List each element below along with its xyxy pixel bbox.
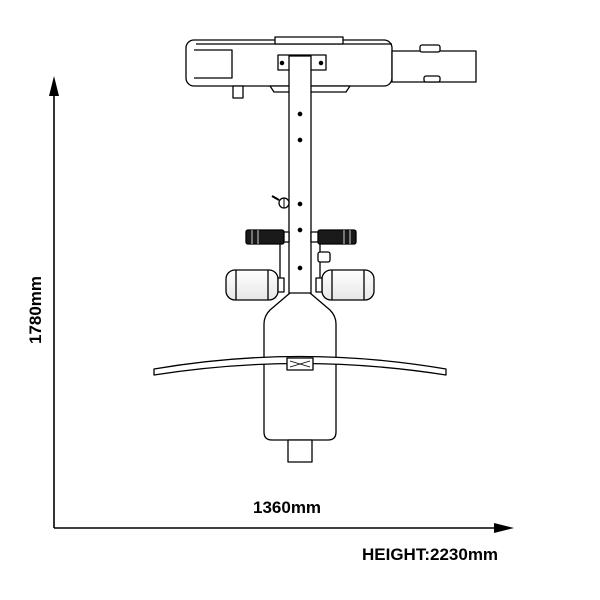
leg-roller-pads <box>245 229 357 245</box>
machine-outline <box>153 36 477 463</box>
top-housing <box>185 36 477 99</box>
vertical-arrow-head <box>49 76 59 96</box>
depth-dimension-label: 1780mm <box>26 275 45 345</box>
width-dimension-label: 1360mm <box>253 498 322 517</box>
height-dimension-label: HEIGHT:2230mm <box>362 545 499 564</box>
dimension-axes <box>53 92 504 529</box>
seat-pad <box>263 292 337 463</box>
handle-bar <box>153 355 447 376</box>
foam-pads <box>225 269 375 301</box>
central-column <box>288 55 312 362</box>
horizontal-arrow-head <box>494 523 514 533</box>
adjustment-knob <box>271 195 290 209</box>
